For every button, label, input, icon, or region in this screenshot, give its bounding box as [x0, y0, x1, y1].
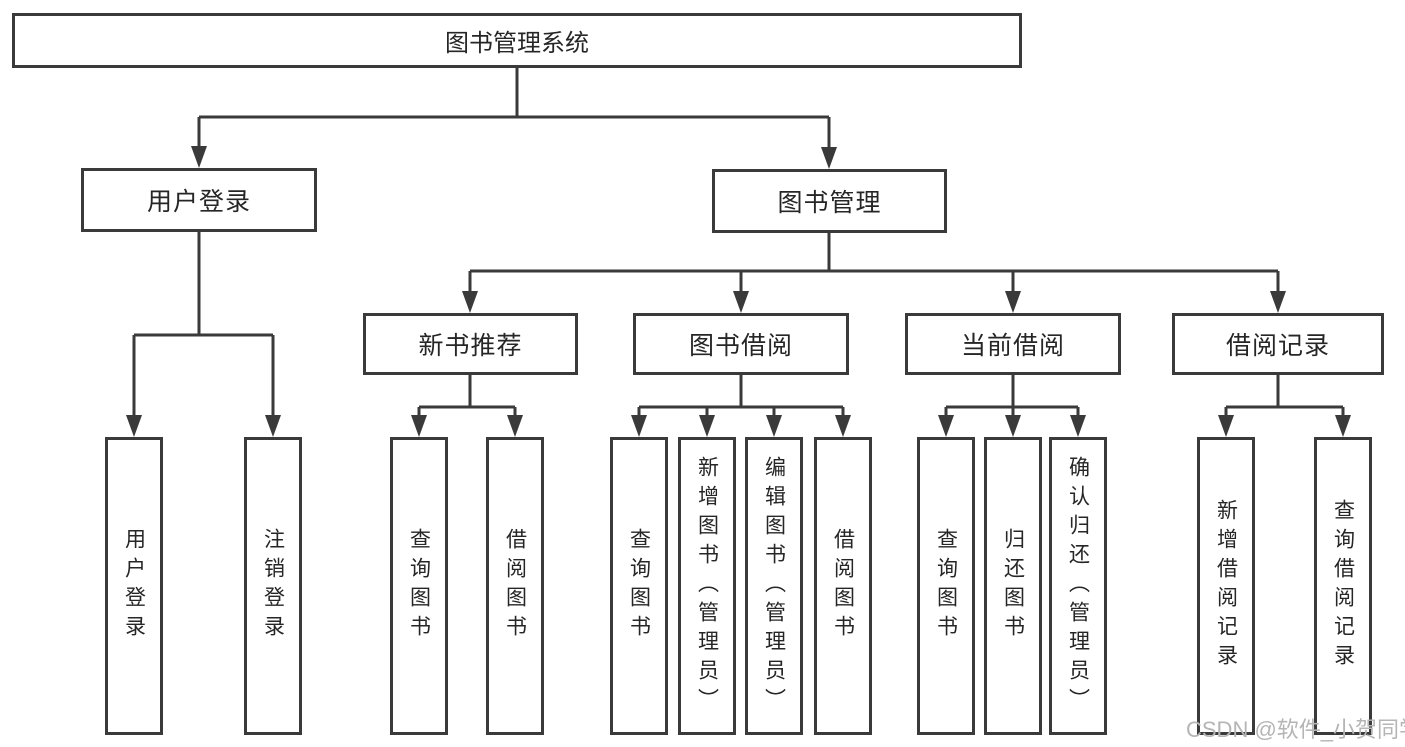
- leaf-label: 查询图书: [407, 528, 431, 644]
- leaf-label: 确认归还（管理员）: [1066, 455, 1090, 717]
- leaf-label: 查询借阅记录: [1331, 499, 1355, 673]
- leaf-label: 新增借阅记录: [1214, 499, 1238, 673]
- leaf-label: 用户登录: [122, 528, 146, 644]
- leaf-query-borrow-record: 查询借阅记录: [1314, 437, 1372, 735]
- node-book-management-branch: 图书管理: [712, 169, 947, 233]
- leaf-label: 借阅图书: [503, 528, 527, 644]
- leaf-label: 借阅图书: [831, 528, 855, 644]
- leaf-confirm-return-admin: 确认归还（管理员）: [1049, 437, 1107, 735]
- leaf-borrow-books: 借阅图书: [814, 437, 872, 735]
- leaf-label: 编辑图书（管理员）: [762, 455, 786, 717]
- leaf-label: 查询图书: [627, 528, 651, 644]
- leaf-edit-books-admin: 编辑图书（管理员）: [745, 437, 803, 735]
- node-book-borrow: 图书借阅: [633, 313, 849, 375]
- leaf-label: 新增图书（管理员）: [695, 455, 719, 717]
- leaf-current-query-books: 查询图书: [917, 437, 975, 735]
- leaf-add-books-admin: 新增图书（管理员）: [678, 437, 736, 735]
- leaf-label: 归还图书: [1001, 528, 1025, 644]
- leaf-recommend-query-books: 查询图书: [390, 437, 448, 735]
- leaf-recommend-borrow-books: 借阅图书: [486, 437, 544, 735]
- leaf-return-books: 归还图书: [984, 437, 1042, 735]
- node-borrow-records: 借阅记录: [1172, 313, 1384, 375]
- leaf-label: 注销登录: [261, 528, 285, 644]
- leaf-label: 查询图书: [934, 528, 958, 644]
- node-current-borrow: 当前借阅: [905, 313, 1121, 375]
- node-new-book-recommend: 新书推荐: [363, 313, 578, 375]
- leaf-add-borrow-record: 新增借阅记录: [1197, 437, 1255, 735]
- arrowheads: [126, 146, 1351, 437]
- node-user-login-branch: 用户登录: [81, 168, 317, 232]
- node-book-management-system: 图书管理系统: [12, 13, 1022, 68]
- leaf-user-login: 用户登录: [105, 437, 163, 735]
- leaf-borrow-query-books: 查询图书: [610, 437, 668, 735]
- leaf-logout: 注销登录: [244, 437, 302, 735]
- tree-edges: [132, 68, 1345, 418]
- csdn-watermark: CSDN @软件_小贺同学: [1186, 717, 1405, 742]
